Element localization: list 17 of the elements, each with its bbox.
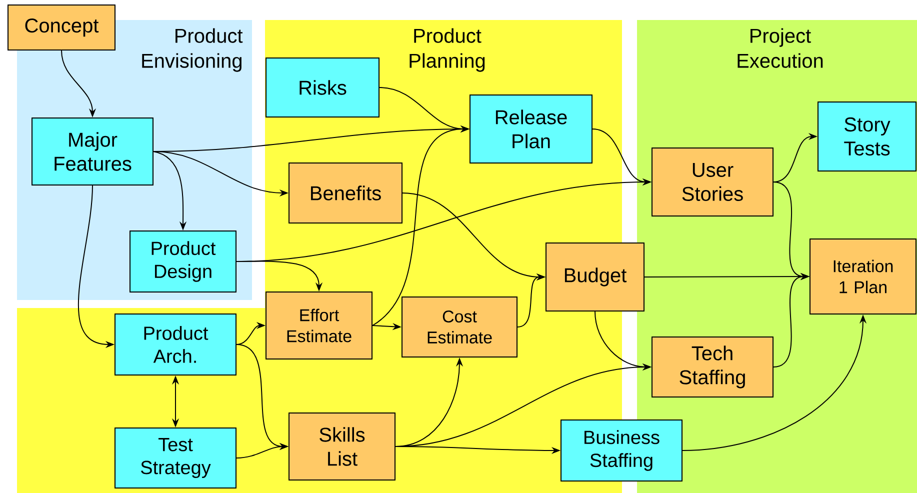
process-box: Cost Estimate [402, 296, 518, 358]
process-box: Product Arch. [114, 314, 236, 376]
process-box: Effort Estimate [266, 292, 372, 360]
process-box: Concept [8, 4, 116, 50]
process-box: Budget [546, 242, 644, 312]
process-box: Story Tests [818, 102, 916, 172]
process-box: Business Staffing [560, 420, 682, 482]
process-box: Benefits [288, 162, 402, 224]
process-box: User Stories [652, 148, 774, 216]
process-box: Skills List [288, 412, 396, 480]
process-box: Release Plan [470, 94, 592, 164]
process-box: Test Strategy [114, 428, 236, 488]
process-box: Tech Staffing [652, 336, 774, 398]
process-box: Major Features [32, 118, 154, 186]
process-box: Risks [266, 58, 380, 118]
process-box: Product Design [130, 230, 236, 292]
process-box: Iteration 1 Plan [810, 238, 916, 314]
